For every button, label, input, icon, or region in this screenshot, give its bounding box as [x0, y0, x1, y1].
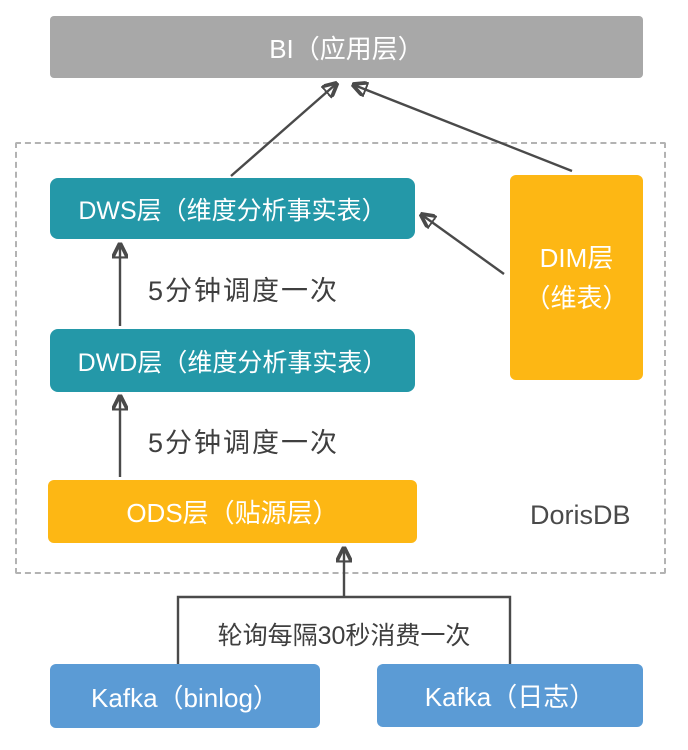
dws-layer-box: DWS层（维度分析事实表） [50, 178, 415, 239]
dwd-layer-box: DWD层（维度分析事实表） [50, 329, 415, 392]
bi-application-layer-label: BI（应用层） [269, 33, 424, 64]
dws-layer-label: DWS层（维度分析事实表） [78, 196, 387, 225]
dorisdb-group-label: DorisDB [530, 500, 631, 530]
bi-application-layer-box: BI（应用层） [50, 16, 643, 78]
kafka-binlog-box: Kafka（binlog） [50, 664, 320, 728]
schedule-label-ods-to-dwd: 5分钟调度一次 [148, 428, 340, 458]
kafka-log-box: Kafka（日志） [377, 664, 643, 727]
dim-layer-label-line2: （维表） [524, 282, 629, 313]
dorisdb-group-border [15, 142, 666, 574]
dim-layer-box: DIM层 （维表） [510, 175, 643, 380]
kafka-binlog-label: Kafka（binlog） [91, 682, 279, 713]
dwd-layer-label: DWD层（维度分析事实表） [77, 348, 388, 377]
ods-layer-box: ODS层（贴源层） [48, 480, 417, 543]
schedule-label-dwd-to-dws: 5分钟调度一次 [148, 276, 340, 306]
kafka-log-label: Kafka（日志） [424, 682, 596, 712]
poll-consume-label: 轮询每隔30秒消费一次 [217, 622, 471, 650]
ods-layer-label: ODS层（贴源层） [126, 498, 339, 528]
dim-layer-label-line1: DIM层 [539, 242, 614, 273]
